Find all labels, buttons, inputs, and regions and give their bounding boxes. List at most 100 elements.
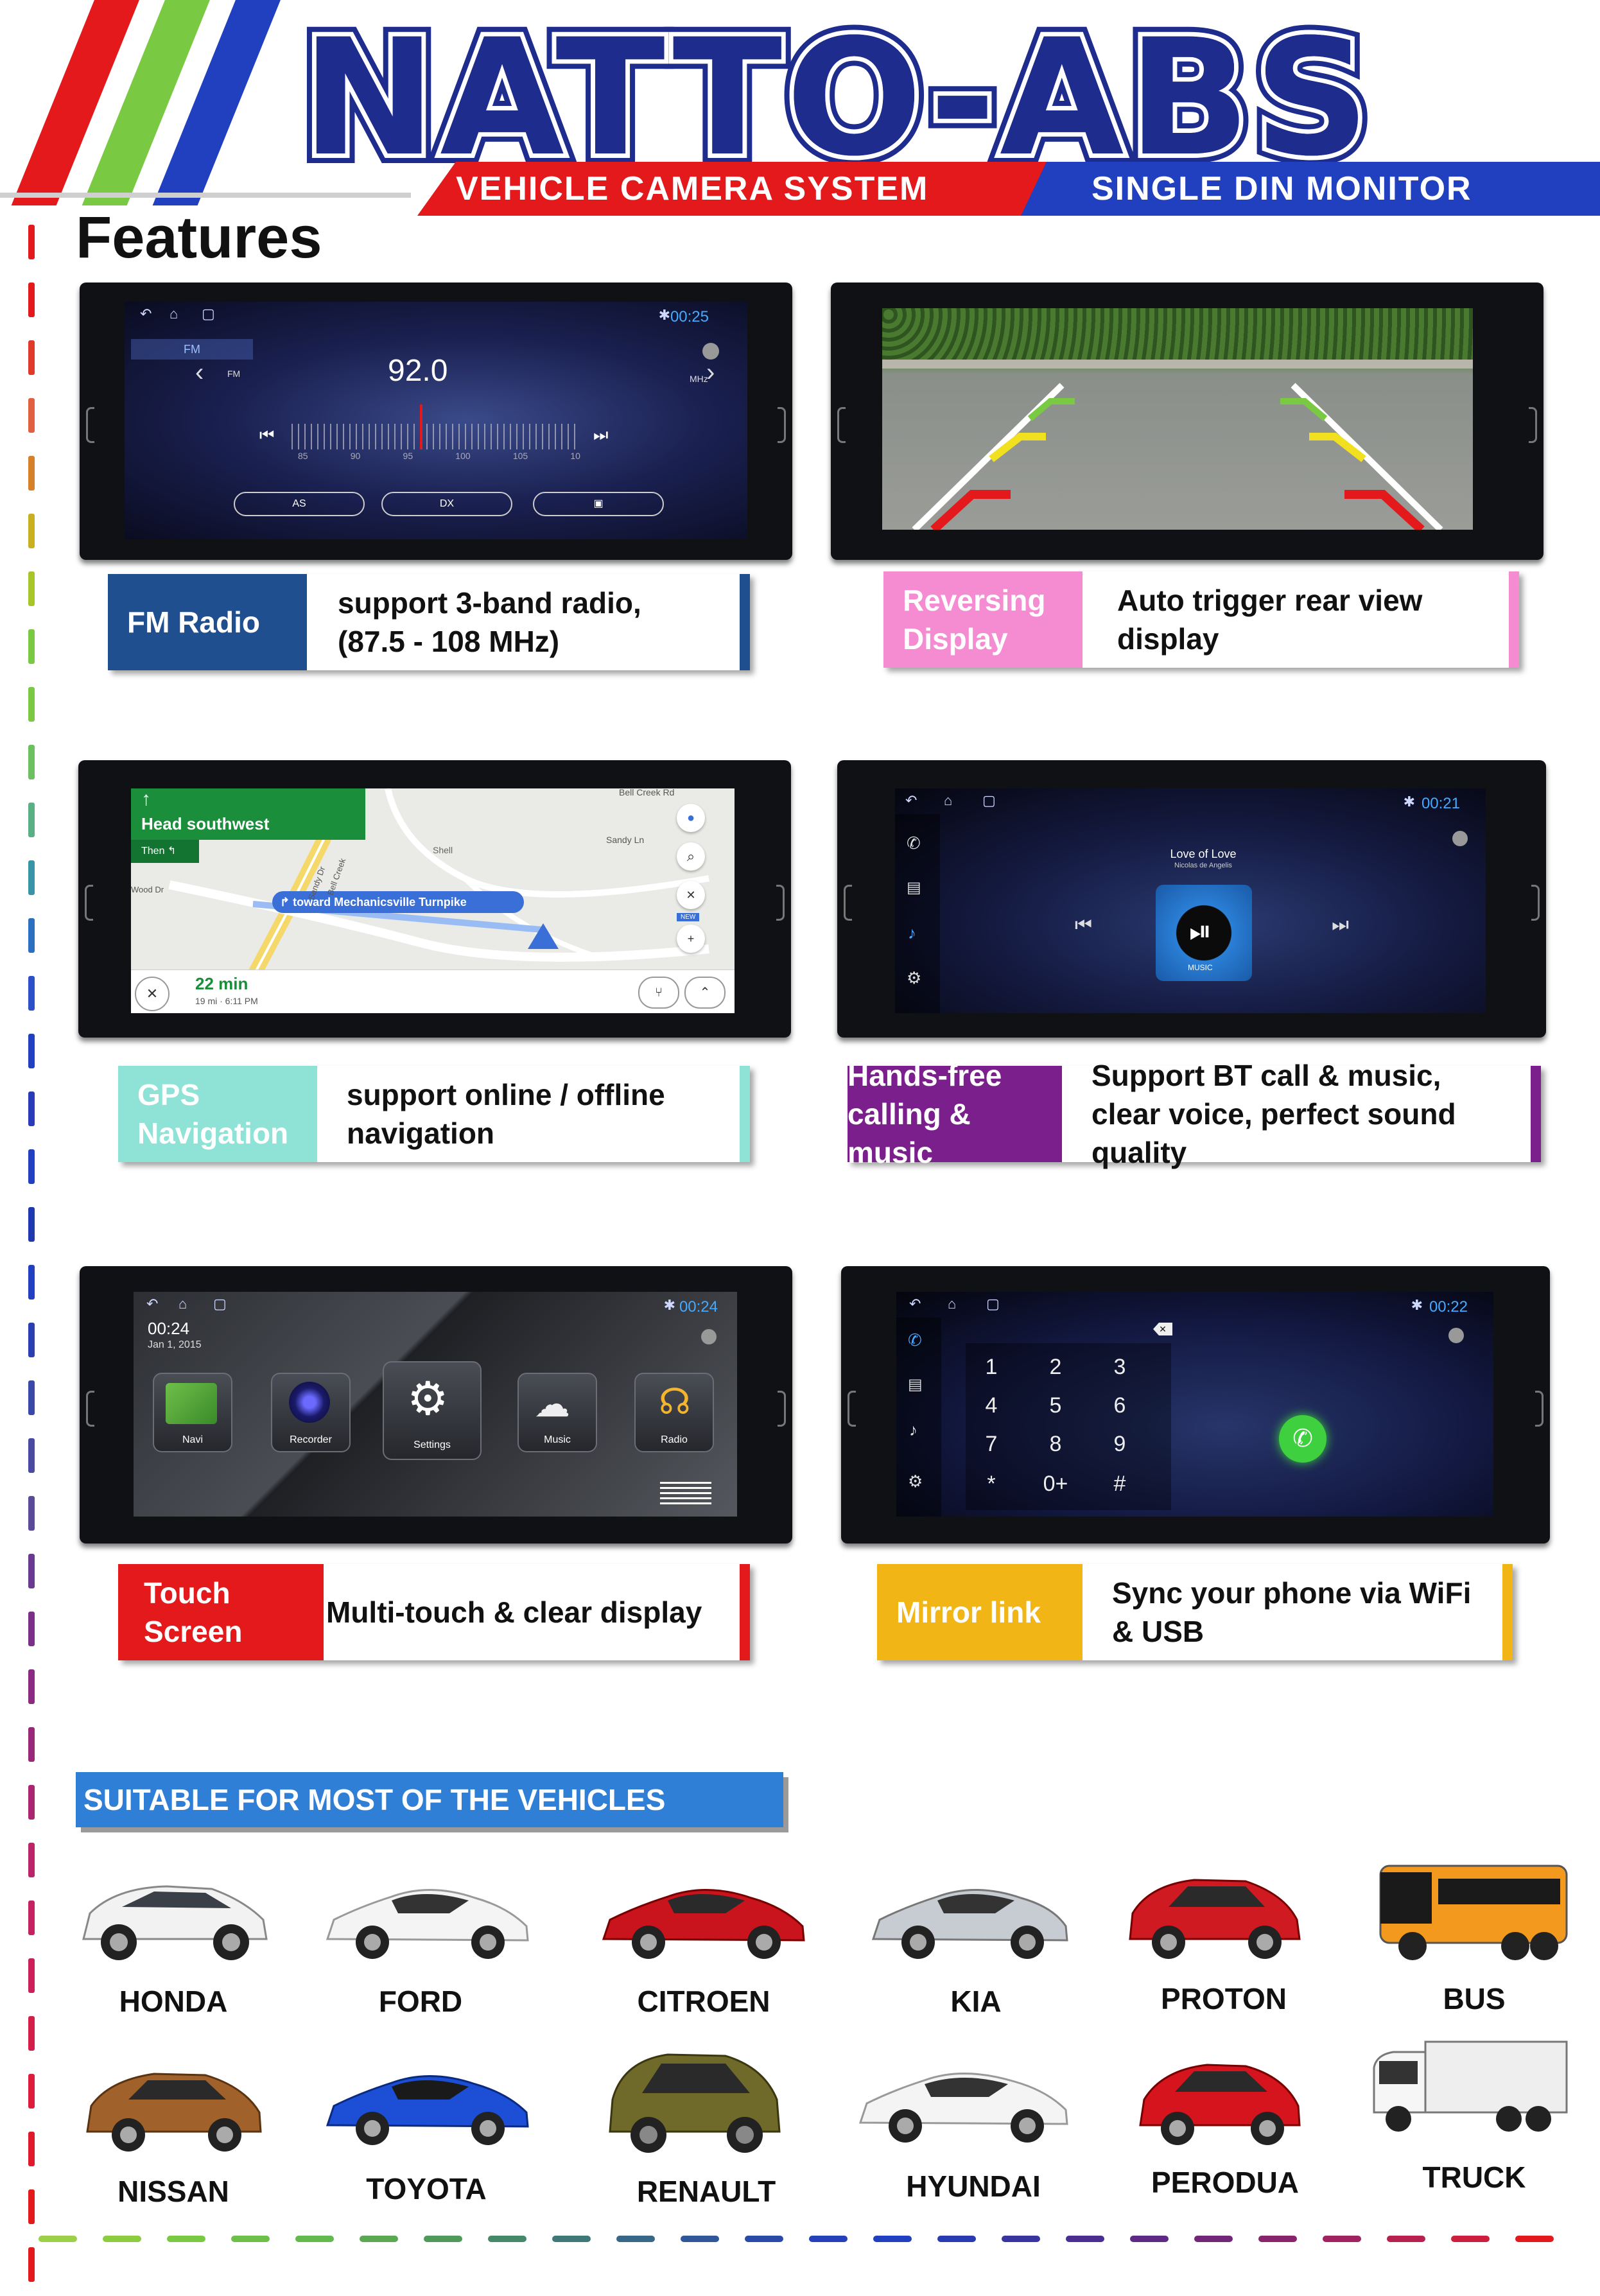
route-chip[interactable]: ↱ toward Mechanicsville Turnpike [272,891,524,913]
unit-right: MHz [690,374,708,384]
prev-station-chevron-icon[interactable]: ‹ [195,358,204,387]
app-settings[interactable]: ⚙ Settings [383,1361,482,1460]
back-icon[interactable]: ↶ [140,306,152,322]
contacts-icon[interactable]: ▤ [907,879,921,896]
road-label-wood-dr: Wood Dr [131,885,164,894]
home-date: Jan 1, 2015 [148,1339,202,1350]
home-icon[interactable]: ⌂ [170,306,178,322]
key-9[interactable]: 9 [1113,1432,1126,1456]
back-icon[interactable]: ↶ [905,792,917,808]
vehicles-banner: SUITABLE FOR MOST OF THE VEHICLES MODELS [76,1772,783,1872]
home-icon[interactable]: ⌂ [178,1296,187,1312]
bezel-left [86,1391,94,1427]
feature-label-gps: GPS Navigation support online / offline … [118,1066,750,1162]
close-icon[interactable]: ✕ [135,977,170,1011]
car-image-toyota [326,2075,529,2145]
phone-icon[interactable]: ✆ [908,1330,922,1350]
call-button[interactable]: ✆ [1279,1415,1326,1463]
feature-desc: Sync your phone via WiFi & USB [1112,1576,1472,1648]
route-options-icon[interactable]: ⑂ [638,977,679,1009]
vehicle-label: PERODUA [1151,2166,1300,2199]
vehicle-label: BUS [1443,1982,1506,2015]
key-star[interactable]: * [987,1472,996,1496]
bezel-left [85,885,93,921]
app-recorder[interactable]: Recorder [271,1373,351,1452]
key-0[interactable]: 0+ [1043,1472,1068,1496]
phone-icon[interactable]: ✆ [907,833,921,853]
key-6[interactable]: 6 [1113,1393,1126,1418]
band-tab[interactable]: FM [131,339,253,360]
status-time: 00:24 [679,1298,718,1316]
app-navi[interactable]: Navi [153,1373,232,1452]
prev-track-icon[interactable]: ⏮ [1075,914,1092,935]
car-image-kia [871,1889,1068,1959]
seek-back-icon[interactable]: ⏮ [259,425,275,444]
key-5[interactable]: 5 [1049,1393,1062,1418]
vehicle-label: RENAULT [636,2175,776,2208]
image-button[interactable]: ▣ [533,492,664,516]
app-list-icon[interactable] [660,1482,711,1508]
feature-label-hands-free: Hands-free calling & music Support BT ca… [848,1059,1541,1169]
seek-forward-icon[interactable]: ⏭ [593,425,609,444]
feature-endbar [740,574,750,670]
settings-icon[interactable]: ⚙ [908,1472,923,1491]
dx-button[interactable]: DX [381,492,512,516]
feature-desc: Auto trigger rear view display [1117,584,1423,656]
feature-tag: Touch Screen [118,1564,324,1660]
mute-icon[interactable]: ✕ [677,881,705,909]
as-button[interactable]: AS [234,492,365,516]
camera-lens-icon [289,1382,330,1423]
key-1[interactable]: 1 [985,1355,998,1379]
music-display: ↶ ⌂ ▢ ✱ 00:21 ✆ ▤ ♪ ⚙ Love of Love Nicol… [895,788,1486,1013]
recent-apps-icon[interactable]: ▢ [213,1296,227,1312]
bluetooth-icon: ✱ [663,1297,675,1313]
add-comment-icon[interactable]: + [677,925,705,953]
back-icon[interactable]: ↶ [146,1296,159,1312]
screen-phone: ↶ ⌂ ▢ ✱ 00:22 ✆ ▤ ♪ ⚙ ✕ 1 2 3 4 5 6 7 8 … [841,1266,1550,1544]
feature-desc: support online / offline navigation [347,1078,665,1150]
key-2[interactable]: 2 [1049,1355,1062,1379]
eta-details: 19 mi · 6:11 PM [195,996,258,1006]
key-8[interactable]: 8 [1049,1432,1062,1456]
recent-apps-icon[interactable]: ▢ [986,1296,1000,1312]
voice-search-icon[interactable]: ● [677,804,705,832]
settings-icon[interactable]: ⚙ [907,968,922,987]
back-icon[interactable]: ↶ [909,1296,921,1312]
next-track-icon[interactable]: ⏭ [1332,914,1349,935]
frequency: 92.0 [388,354,448,388]
backspace-icon[interactable]: ✕ [1153,1323,1172,1335]
app-music[interactable]: ☁ Music [517,1373,597,1452]
app-label: Radio [661,1434,688,1445]
recent-apps-icon[interactable]: ▢ [982,792,996,808]
car-image-proton [1129,1879,1301,1959]
search-icon[interactable]: ⌕ [677,842,705,871]
curb [882,360,1473,369]
play-pause-icon[interactable]: ⏯ [1189,916,1212,947]
contacts-icon[interactable]: ▤ [908,1376,923,1393]
vehicle-label: NISSAN [117,2175,229,2208]
vehicle-label: TRUCK [1422,2161,1526,2194]
key-3[interactable]: 3 [1113,1355,1126,1379]
album-cover[interactable]: ⏯ MUSIC [1156,885,1252,981]
nav-instruction-card[interactable]: ↑ Head southwest [131,788,365,840]
car-image-hyundai [858,2072,1068,2143]
eta-time: 22 min [195,974,248,993]
radio-display: ↶ ⌂ ▢ ✱ 00:25 FM ‹ FM 92.0 MHz › ⏮ ⏭ 85 … [125,302,747,539]
next-station-chevron-icon[interactable]: › [706,358,715,387]
page-title: Features [76,205,322,270]
cover-label: MUSIC [1188,963,1213,972]
bezel-left [844,885,852,921]
app-radio[interactable]: ☊ Radio [634,1373,714,1452]
music-note-icon[interactable]: ♪ [908,923,916,943]
tools-icon: ⚙ [407,1373,449,1425]
chevron-up-icon[interactable]: ⌃ [684,977,726,1009]
music-note-icon[interactable]: ♪ [909,1420,917,1439]
key-7[interactable]: 7 [985,1432,998,1456]
key-4[interactable]: 4 [985,1393,998,1418]
recent-apps-icon[interactable]: ▢ [202,306,215,322]
tuning-scale[interactable] [291,424,580,449]
home-icon[interactable]: ⌂ [948,1296,957,1312]
car-image-nissan [86,2073,262,2152]
key-hash[interactable]: # [1113,1472,1126,1496]
home-icon[interactable]: ⌂ [944,792,953,808]
